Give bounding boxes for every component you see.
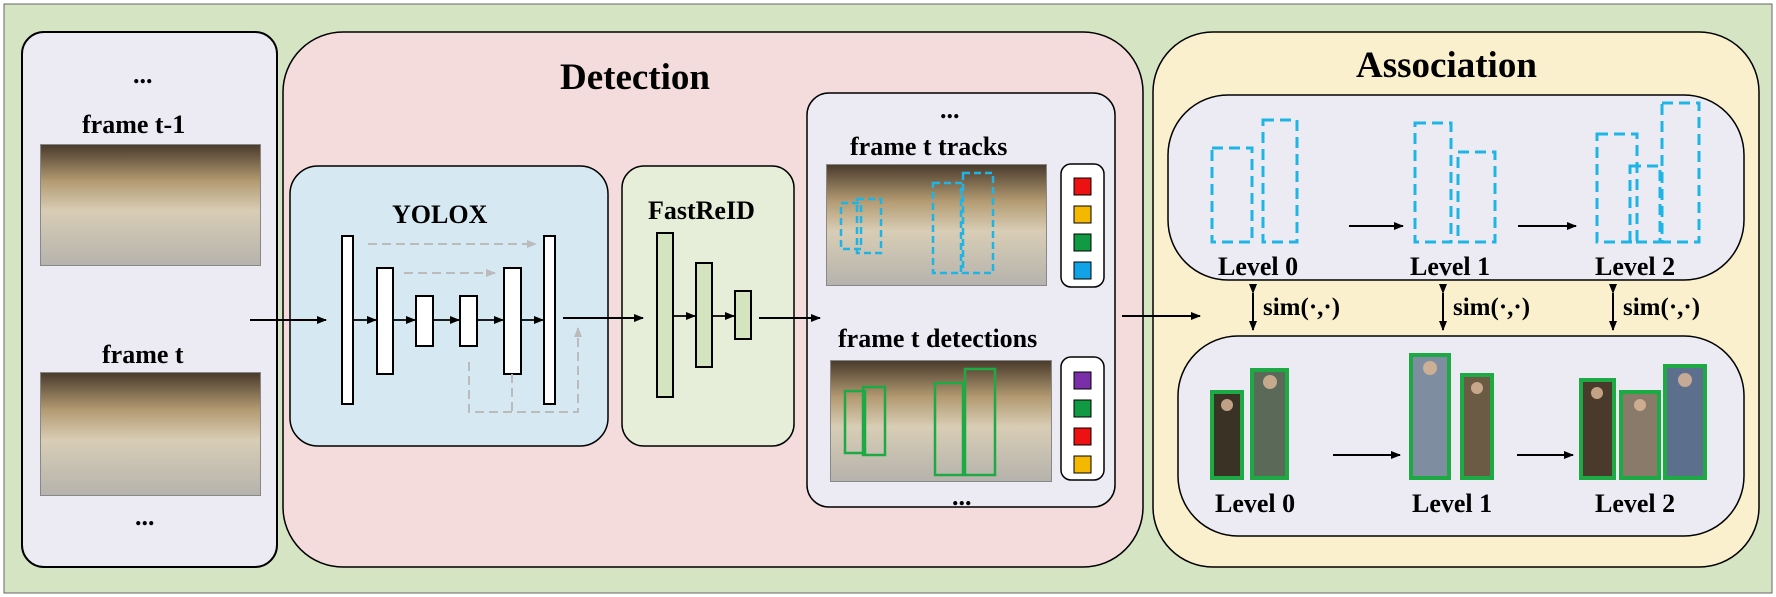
detection-level-0-label: Level 0 bbox=[1215, 489, 1296, 518]
track-box bbox=[1210, 146, 1254, 244]
frame-t-image bbox=[40, 372, 261, 496]
yolox-layer bbox=[459, 295, 478, 347]
track-color-legend bbox=[1060, 163, 1105, 288]
level-arrows bbox=[1333, 222, 1577, 459]
tracks-levels-panel bbox=[1167, 94, 1745, 281]
track-box bbox=[1660, 101, 1701, 244]
frame-t-minus-1-label: frame t-1 bbox=[82, 110, 186, 139]
track-box bbox=[1413, 121, 1453, 244]
frame-t-detections-label: frame t detections bbox=[838, 324, 1038, 353]
yolox-skip-connections bbox=[368, 240, 582, 413]
track-box bbox=[1628, 164, 1662, 244]
frame-t-tracks-image bbox=[826, 164, 1047, 286]
yolox-layer bbox=[341, 235, 354, 405]
frame-t-minus-1-image bbox=[40, 144, 261, 266]
color-swatch bbox=[1073, 371, 1092, 390]
yolox-layer bbox=[415, 295, 434, 347]
frames-ellipsis-bottom: ... bbox=[135, 502, 155, 531]
color-swatch bbox=[1073, 261, 1092, 280]
track-box bbox=[1456, 150, 1497, 244]
detection-level-2-label: Level 2 bbox=[1595, 489, 1676, 518]
color-swatch bbox=[1073, 427, 1092, 446]
track-color-swatches bbox=[1073, 177, 1092, 280]
frame-t-tracks-label: frame t tracks bbox=[850, 132, 1008, 161]
crop-person-silhouettes bbox=[1221, 361, 1692, 411]
track-level-2-label: Level 2 bbox=[1595, 252, 1676, 281]
fastreid-label: FastReID bbox=[648, 196, 755, 225]
fastreid-layer bbox=[734, 290, 752, 340]
color-swatch bbox=[1073, 455, 1092, 474]
fastreid-layer bbox=[695, 262, 713, 368]
track-box bbox=[1261, 118, 1299, 244]
color-swatch bbox=[1073, 399, 1092, 418]
frames-ellipsis-top: ... bbox=[133, 60, 153, 89]
fastreid-network bbox=[656, 232, 752, 398]
color-swatch bbox=[1073, 205, 1092, 224]
pipeline-arrows bbox=[250, 312, 1201, 324]
detection-overlays bbox=[843, 367, 997, 477]
similarity-arrows bbox=[1249, 284, 1617, 331]
sim-label-2: sim(·,·) bbox=[1623, 294, 1701, 321]
yolox-network bbox=[341, 235, 556, 405]
track-level-0-label: Level 0 bbox=[1218, 252, 1299, 281]
color-swatch bbox=[1073, 177, 1092, 196]
yolox-block bbox=[289, 165, 609, 447]
yolox-layer bbox=[543, 235, 556, 405]
yolox-label: YOLOX bbox=[392, 200, 488, 229]
color-swatch bbox=[1073, 233, 1092, 252]
detections-ellipsis-bottom: ... bbox=[952, 482, 972, 511]
association-title: Association bbox=[1356, 45, 1537, 86]
detection-color-swatches bbox=[1073, 371, 1092, 474]
track-level-1-label: Level 1 bbox=[1410, 252, 1491, 281]
detection-crop bbox=[1409, 353, 1451, 480]
frame-t-label: frame t bbox=[102, 340, 184, 369]
fastreid-layer bbox=[656, 232, 674, 398]
sim-label-0: sim(·,·) bbox=[1263, 294, 1341, 321]
detection-title: Detection bbox=[560, 57, 710, 98]
yolox-layer bbox=[376, 267, 394, 375]
detection-level-1-label: Level 1 bbox=[1412, 489, 1493, 518]
tracks-ellipsis-top: ... bbox=[940, 95, 960, 124]
sim-label-1: sim(·,·) bbox=[1453, 294, 1531, 321]
track-overlays bbox=[839, 171, 995, 275]
detection-level-crops bbox=[1210, 353, 1707, 480]
track-box bbox=[1595, 132, 1639, 244]
frame-t-detections-image bbox=[830, 360, 1052, 482]
track-level-boxes bbox=[1210, 101, 1701, 244]
detection-crop bbox=[1460, 373, 1494, 480]
yolox-layer bbox=[503, 267, 522, 375]
detection-color-legend bbox=[1060, 356, 1105, 481]
